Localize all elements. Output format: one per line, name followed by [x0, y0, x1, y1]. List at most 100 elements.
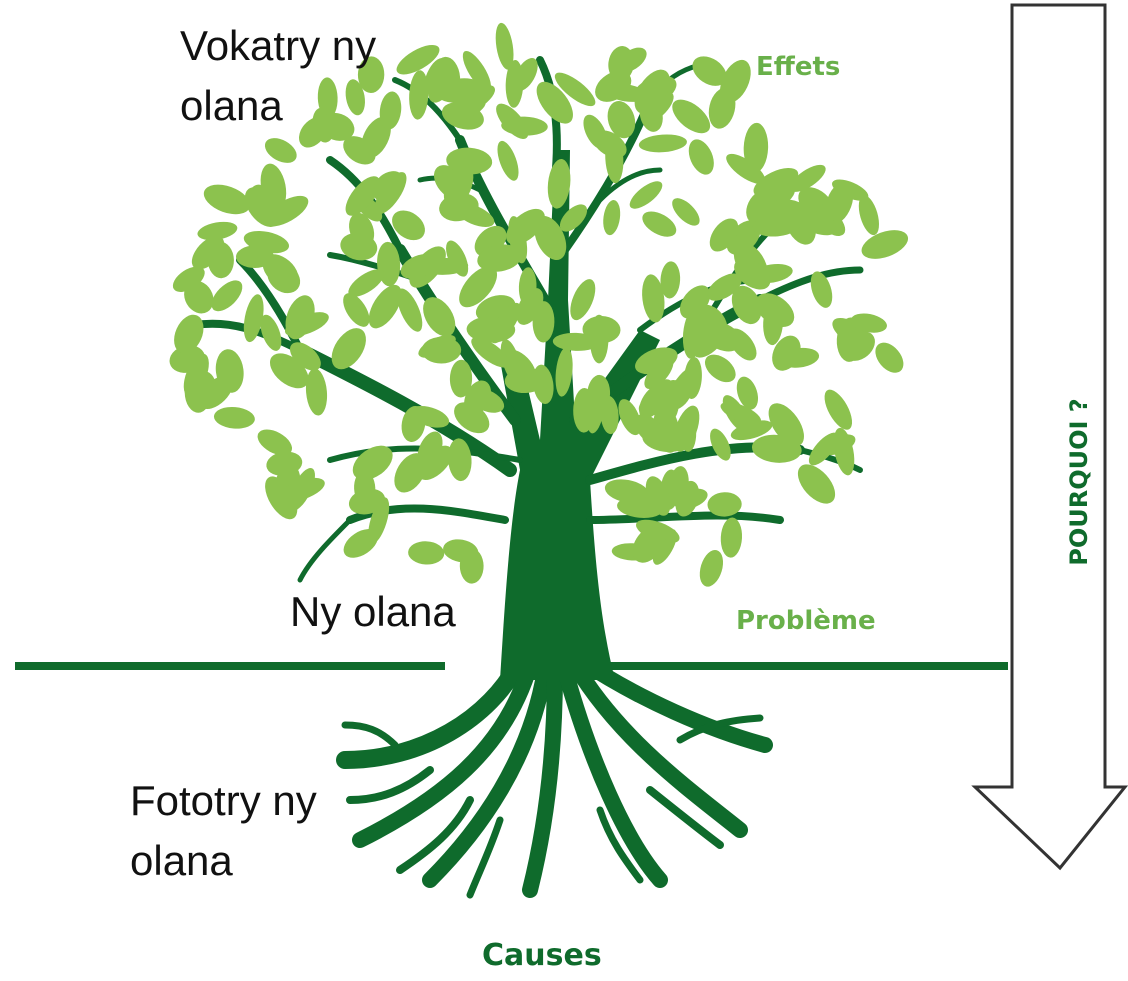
leaf [652, 529, 677, 565]
leaf [607, 100, 636, 139]
leaf [736, 376, 759, 410]
leaf [730, 420, 773, 441]
leaf [471, 337, 510, 368]
leaf [213, 406, 255, 429]
leaf [449, 359, 473, 398]
leaf [289, 342, 321, 371]
leaf [861, 230, 909, 259]
leaf [508, 216, 528, 264]
leaf [858, 195, 880, 236]
leaf [504, 367, 547, 394]
leaf [629, 181, 663, 209]
leaf [260, 163, 287, 211]
leaf [372, 171, 405, 202]
leaf [172, 266, 205, 292]
leaf [645, 92, 674, 122]
leaf [554, 72, 596, 107]
leaf [264, 138, 297, 163]
leaf [720, 517, 743, 558]
leaf [215, 349, 244, 393]
leaf [808, 432, 839, 466]
leaf [707, 273, 742, 301]
leaves [169, 22, 909, 587]
leaf [683, 356, 702, 400]
leaf [642, 211, 677, 237]
leaf [516, 288, 544, 325]
leaf [573, 388, 596, 433]
leaf [672, 198, 700, 226]
leaf [734, 258, 771, 290]
leaf [284, 312, 329, 337]
leaf [831, 179, 869, 201]
leaf [704, 354, 736, 383]
leaf [243, 294, 264, 343]
leaf [797, 464, 836, 504]
leaf [443, 163, 474, 209]
leaf [495, 22, 514, 70]
leaf [348, 488, 386, 515]
leaf [708, 87, 736, 129]
leaf [345, 176, 381, 216]
effects-local-line2: olana [180, 82, 283, 129]
leaf [340, 232, 378, 261]
leaf [536, 81, 573, 124]
roots [336, 651, 773, 899]
leaf [319, 112, 355, 141]
leaf [547, 159, 571, 209]
leaf [352, 445, 393, 480]
leaf [559, 204, 588, 232]
leaf [772, 335, 801, 371]
leaf [183, 353, 209, 397]
leaf [409, 70, 429, 120]
leaf [589, 314, 609, 364]
leaf [428, 63, 456, 103]
leaf [642, 274, 665, 323]
leaf [260, 314, 282, 351]
leaf [477, 244, 522, 272]
leaf [462, 50, 491, 92]
leaf [707, 492, 742, 517]
leaf [660, 261, 681, 299]
pourquoi-label: POURQUOI ? [1065, 398, 1093, 566]
leaf [699, 549, 724, 587]
leaf [211, 280, 243, 312]
leaf [464, 380, 492, 416]
leaf [618, 399, 641, 436]
leaf [702, 321, 742, 352]
leaf [305, 368, 328, 416]
causes-local-line1: Fototry ny [130, 777, 317, 824]
problem-label: Problème [736, 606, 876, 636]
leaf [278, 477, 325, 502]
leaf [850, 313, 887, 333]
leaf [810, 271, 833, 308]
leaf [345, 79, 365, 116]
leaf [448, 438, 472, 482]
leaf [720, 402, 762, 425]
leaf [368, 284, 402, 329]
leaf [790, 164, 826, 192]
leaf [459, 266, 498, 308]
leaf [409, 405, 450, 428]
causes-local-line2: olana [130, 837, 233, 884]
leaf [418, 445, 453, 480]
leaf [763, 300, 784, 346]
leaf [408, 541, 445, 565]
problem-local-label: Ny olana [290, 588, 456, 635]
leaf [497, 140, 519, 181]
leaf [424, 58, 447, 95]
leaf [396, 44, 440, 75]
leaf [379, 91, 402, 130]
leaf [400, 254, 438, 280]
leaf [605, 133, 624, 184]
leaf [657, 389, 676, 428]
leaf [423, 297, 456, 337]
leaf [394, 453, 427, 493]
effects-local-line1: Vokatry ny [180, 22, 377, 69]
leaf [443, 539, 479, 563]
leaf [751, 434, 802, 463]
leaf [513, 58, 538, 92]
pourquoi-arrow [971, 3, 1128, 871]
ground-line [15, 662, 1008, 670]
